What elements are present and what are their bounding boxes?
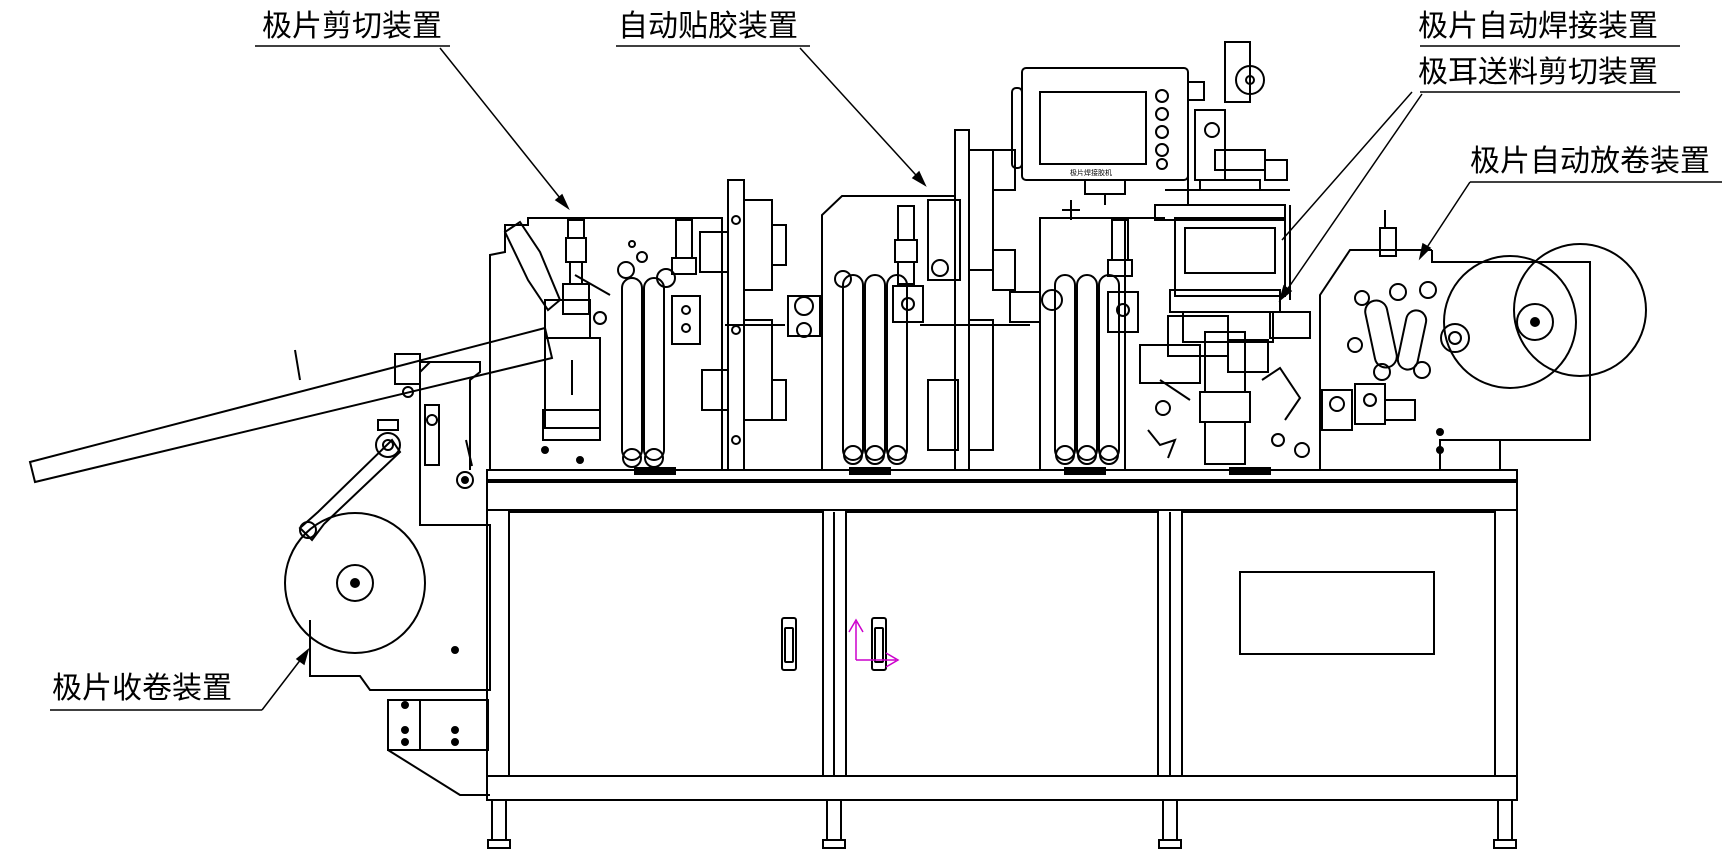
hmi-screen-title: 极片焊接胶机 xyxy=(1070,169,1112,177)
label-tab-feed: 极耳送料剪切装置 xyxy=(1418,55,1658,90)
outfeed-conveyor xyxy=(28,326,554,484)
hmi-panel xyxy=(1011,41,1288,205)
unwind-unit xyxy=(1294,210,1647,471)
table-top xyxy=(486,467,1518,483)
label-taping: 自动贴胶装置 xyxy=(618,9,798,44)
section-plates xyxy=(489,195,1591,470)
label-unwind: 极片自动放卷装置 xyxy=(1470,144,1710,179)
rewind-unit xyxy=(284,361,491,796)
cutting-unit xyxy=(503,179,787,471)
label-cutting: 极片剪切装置 xyxy=(262,9,442,44)
move-cursor-icon xyxy=(848,618,900,668)
welding-unit xyxy=(1041,170,1311,465)
label-rewind: 极片收卷装置 xyxy=(52,671,232,706)
base-cabinet xyxy=(486,479,1518,849)
taping-unit xyxy=(787,129,1041,471)
label-welding: 极片自动焊接装置 xyxy=(1418,9,1658,44)
